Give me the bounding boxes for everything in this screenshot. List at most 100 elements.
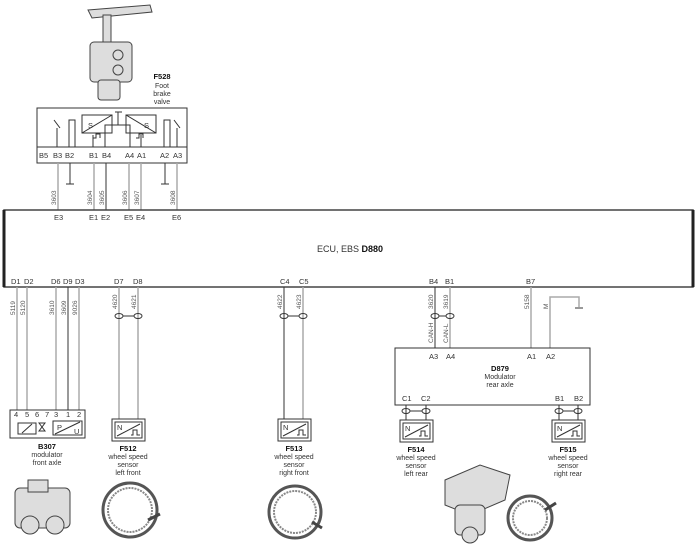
pin-label: E1 bbox=[89, 213, 98, 222]
foot-valve-id: F528 bbox=[153, 72, 170, 81]
pin-label: B2 bbox=[65, 151, 74, 160]
modulator-front-desc: front axle bbox=[33, 460, 62, 467]
wire-number: 5120 bbox=[20, 300, 27, 315]
modulator-front-desc: modulator bbox=[31, 452, 63, 459]
u-label: U bbox=[74, 427, 79, 436]
pin-label: 5 bbox=[25, 410, 29, 419]
wire-number: 3604 bbox=[87, 190, 94, 205]
front-modulator-picture bbox=[14, 479, 71, 535]
sensor-desc: left rear bbox=[404, 471, 428, 478]
pin-label: B3 bbox=[53, 151, 62, 160]
pin-label: A3 bbox=[429, 352, 438, 361]
sensor-id: F514 bbox=[407, 445, 425, 454]
modulator-rear-id: D879 bbox=[491, 364, 509, 373]
foot-valve-pins: B5 B3 B2 B1 B4 A4 A1 A2 A3 bbox=[39, 151, 182, 160]
can-l-label: CAN-L bbox=[443, 323, 450, 343]
modulator-front-pins: 4 5 6 7 3 1 2 bbox=[14, 410, 81, 419]
pin-label: B4 bbox=[429, 277, 438, 286]
pin-label: C1 bbox=[402, 394, 412, 403]
valve-internal-symbols bbox=[53, 111, 181, 147]
pin-label: A1 bbox=[137, 151, 146, 160]
wire-number: 3620 bbox=[428, 294, 435, 309]
sensor-desc: sensor bbox=[557, 463, 579, 470]
pin-label: B1 bbox=[89, 151, 98, 160]
wire-number: 5119 bbox=[10, 301, 17, 315]
pin-label: 2 bbox=[77, 410, 81, 419]
pin-label: E4 bbox=[136, 213, 145, 222]
pin-label: 4 bbox=[14, 410, 18, 419]
pin-label: C2 bbox=[421, 394, 431, 403]
tone-ring-right-front-picture bbox=[267, 484, 323, 540]
valve-s-left: S bbox=[88, 121, 93, 130]
wire-number: 3603 bbox=[51, 190, 58, 205]
sensor-id: F512 bbox=[119, 444, 136, 453]
wire-number: 3609 bbox=[61, 300, 68, 315]
sensor-desc: sensor bbox=[117, 462, 139, 469]
top-wires bbox=[57, 163, 178, 210]
wire-number: 3619 bbox=[443, 294, 450, 309]
n-label: N bbox=[557, 424, 562, 433]
sensor-desc: wheel speed bbox=[395, 455, 435, 462]
sensor-desc: left front bbox=[115, 470, 140, 477]
pin-label: B7 bbox=[526, 277, 535, 286]
can-h-label: CAN-H bbox=[428, 322, 435, 343]
ecu-box bbox=[3, 209, 694, 288]
valve-s-right: S bbox=[144, 121, 149, 130]
pin-label: E3 bbox=[54, 213, 63, 222]
foot-brake-valve-picture bbox=[87, 4, 153, 101]
wire-number: M bbox=[543, 304, 550, 309]
wire-number: 4621 bbox=[131, 294, 138, 309]
n-label: N bbox=[283, 423, 288, 432]
tone-ring-left-front-picture bbox=[101, 481, 161, 539]
pin-label: D6 bbox=[51, 277, 61, 286]
pin-label: D9 bbox=[63, 277, 73, 286]
p-label: P bbox=[57, 423, 62, 432]
sensor-f513: N F513 wheel speed sensor right front bbox=[273, 418, 314, 477]
modulator-front-id: B307 bbox=[38, 442, 56, 451]
wire-number: 4622 bbox=[277, 294, 284, 309]
ecu-top-pins: E3 E1 E2 E5 E4 E6 bbox=[54, 213, 181, 222]
sensor-id: F513 bbox=[285, 444, 302, 453]
modulator-rear-desc: rear axle bbox=[486, 382, 513, 389]
sensor-desc: wheel speed bbox=[107, 454, 147, 461]
pin-label: D3 bbox=[75, 277, 85, 286]
pin-label: B4 bbox=[102, 151, 111, 160]
sensor-desc: right rear bbox=[554, 471, 583, 478]
sensor-desc: sensor bbox=[405, 463, 427, 470]
pin-label: 7 bbox=[45, 410, 49, 419]
sensor-desc: sensor bbox=[283, 462, 305, 469]
wire-number: 3608 bbox=[170, 190, 177, 205]
pin-label: D2 bbox=[24, 277, 34, 286]
foot-valve-desc: valve bbox=[154, 99, 170, 106]
pin-label: 6 bbox=[35, 410, 39, 419]
pin-label: A3 bbox=[173, 151, 182, 160]
wire-number: 3610 bbox=[49, 300, 56, 315]
pin-label: C4 bbox=[280, 277, 290, 286]
wire-number: 4623 bbox=[296, 294, 303, 309]
pin-label: A2 bbox=[160, 151, 169, 160]
sensor-id: F515 bbox=[559, 445, 576, 454]
rear-modulator-picture bbox=[444, 464, 557, 544]
pin-label: A4 bbox=[125, 151, 134, 160]
pin-label: B2 bbox=[574, 394, 583, 403]
modulator-rear-box bbox=[394, 347, 591, 406]
pin-label: A4 bbox=[446, 352, 455, 361]
sensor-f515: N F515 wheel speed sensor right rear bbox=[547, 419, 588, 478]
ecu-title: ECU, EBS D880 bbox=[317, 244, 383, 254]
ecu-bottom-pins: D1 D2 D6 D9 D3 D7 D8 C4 C5 B4 B1 B7 bbox=[11, 277, 535, 286]
pin-label: B1 bbox=[445, 277, 454, 286]
modulator-rear-desc: Modulator bbox=[484, 374, 516, 381]
wire-number: 5158 bbox=[524, 294, 531, 309]
pin-label: 1 bbox=[66, 410, 70, 419]
pin-label: D1 bbox=[11, 277, 21, 286]
n-label: N bbox=[405, 424, 410, 433]
pin-label: E2 bbox=[101, 213, 110, 222]
pin-label: A2 bbox=[546, 352, 555, 361]
n-label: N bbox=[117, 423, 122, 432]
sensor-f512: N F512 wheel speed sensor left front bbox=[107, 418, 148, 477]
pin-label: B1 bbox=[555, 394, 564, 403]
pin-label: A1 bbox=[527, 352, 536, 361]
wire-number: 3606 bbox=[122, 190, 129, 205]
